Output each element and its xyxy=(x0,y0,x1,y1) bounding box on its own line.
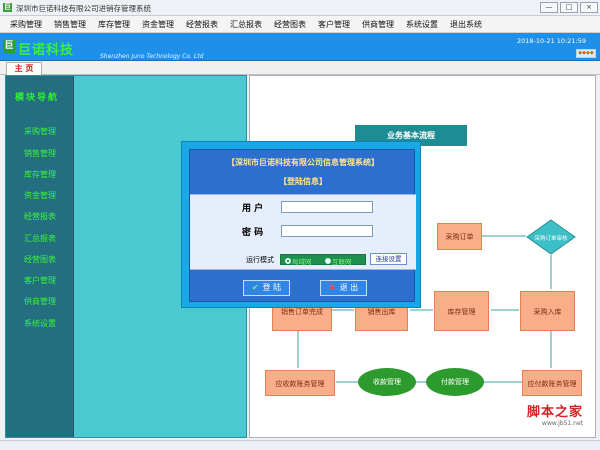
flow-title: 业务基本流程 xyxy=(355,125,467,146)
radio-internet[interactable]: 互联网 xyxy=(325,256,352,266)
login-dialog: 【深圳市巨诺科技有限公司信息管理系统】 【登陆信息】 用 户 密 码 运行模式 … xyxy=(181,141,421,308)
nav-item-customers[interactable]: 客户管理 xyxy=(24,276,56,285)
login-title: 【深圳市巨诺科技有限公司信息管理系统】 xyxy=(227,158,379,167)
username-input[interactable] xyxy=(281,201,373,213)
radio-lan-dot xyxy=(285,258,291,264)
app-icon: 巨 xyxy=(3,3,12,12)
exit-button[interactable]: ✖退 出 xyxy=(320,280,367,296)
menu-inventory[interactable]: 库存管理 xyxy=(98,19,130,29)
nav-item-suppliers[interactable]: 供商管理 xyxy=(24,297,56,306)
radio-lan-label: 局域网 xyxy=(292,258,312,266)
flow-purchase-order[interactable]: 采购订单 xyxy=(437,223,482,250)
menu-settings[interactable]: 系统设置 xyxy=(406,19,438,29)
tab-home[interactable]: 主 页 xyxy=(6,62,42,75)
status-bar xyxy=(0,440,600,450)
menu-suppliers[interactable]: 供商管理 xyxy=(362,19,394,29)
menu-business-chart[interactable]: 经营图表 xyxy=(274,19,306,29)
watermark-url: www.jb51.net xyxy=(542,420,583,427)
nav-item-business-report[interactable]: 经营报表 xyxy=(24,212,56,221)
nav-item-summary-report[interactable]: 汇总报表 xyxy=(24,234,56,243)
connection-settings-button[interactable]: 连接设置 xyxy=(370,253,407,265)
radio-internet-dot xyxy=(325,258,331,264)
password-label: 密 码 xyxy=(242,228,264,238)
window-title: 深圳市巨诺科技有限公司进销存管理系统 xyxy=(16,4,151,13)
logo-mark: 巨 xyxy=(3,40,15,53)
module-nav-list: 模块导航 采购管理 销售管理 库存管理 资金管理 经营报表 汇总报表 经营图表 … xyxy=(6,76,74,437)
company-name: 巨诺科技 xyxy=(18,43,75,58)
flow-purchase-review-diamond[interactable]: 采购订单审核 xyxy=(526,219,576,255)
menu-purchase[interactable]: 采购管理 xyxy=(10,19,42,29)
checkmark-icon: ✔ xyxy=(251,283,259,292)
header-banner: 巨 巨诺科技 Shenzhen Juno Technology Co. Ltd … xyxy=(0,33,600,61)
flow-purchase-in[interactable]: 采购入库 xyxy=(520,291,575,331)
password-input[interactable] xyxy=(281,225,373,237)
nav-item-business-chart[interactable]: 经营图表 xyxy=(24,255,56,264)
flow-collect[interactable]: 收款管理 xyxy=(358,368,416,396)
nav-item-funds[interactable]: 资金管理 xyxy=(24,191,56,200)
flow-stock[interactable]: 库存管理 xyxy=(434,291,489,331)
menu-funds[interactable]: 资金管理 xyxy=(142,19,174,29)
menu-summary-report[interactable]: 汇总报表 xyxy=(230,19,262,29)
menu-business-report[interactable]: 经营报表 xyxy=(186,19,218,29)
minimize-button[interactable]: — xyxy=(540,2,558,13)
menu-customers[interactable]: 客户管理 xyxy=(318,19,350,29)
tab-bar: 主 页 xyxy=(0,62,600,75)
watermark: 脚本之家 www.jb51.net xyxy=(527,401,583,427)
skin-toggle-button[interactable]: ◆◆◆◆ xyxy=(576,49,596,58)
nav-item-inventory[interactable]: 库存管理 xyxy=(24,170,56,179)
menu-sales[interactable]: 销售管理 xyxy=(54,19,86,29)
close-button[interactable]: × xyxy=(580,2,598,13)
nav-item-settings[interactable]: 系统设置 xyxy=(24,319,56,328)
nav-item-purchase[interactable]: 采购管理 xyxy=(24,127,56,136)
radio-internet-label: 互联网 xyxy=(332,258,352,266)
flow-payable[interactable]: 应付款账务管理 xyxy=(522,370,582,396)
run-mode-group: 局域网 互联网 xyxy=(280,254,366,266)
flow-connectors xyxy=(297,235,552,383)
nav-title: 模块导航 xyxy=(15,93,60,103)
login-form: 用 户 密 码 运行模式 局域网 互联网 连接设置 xyxy=(190,194,416,270)
login-dialog-body: 【深圳市巨诺科技有限公司信息管理系统】 【登陆信息】 用 户 密 码 运行模式 … xyxy=(189,149,416,302)
maximize-button[interactable]: □ xyxy=(560,2,578,13)
login-subtitle: 【登陆信息】 xyxy=(279,177,327,186)
company-english-name: Shenzhen Juno Technology Co. Ltd xyxy=(100,53,204,60)
run-mode-label: 运行模式 xyxy=(246,256,274,264)
datetime-display: 2018-10-21 10:21:59 xyxy=(516,37,586,45)
nav-item-sales[interactable]: 销售管理 xyxy=(24,149,56,158)
exit-button-label: 退 出 xyxy=(339,283,359,292)
cross-icon: ✖ xyxy=(328,283,336,292)
flow-receivable[interactable]: 应收款账务管理 xyxy=(265,370,335,396)
flow-purchase-review: 采购订单审核 xyxy=(534,234,568,242)
menu-exit[interactable]: 退出系统 xyxy=(450,19,482,29)
title-bar: 巨 深圳市巨诺科技有限公司进销存管理系统 — □ × xyxy=(0,0,600,16)
user-label: 用 户 xyxy=(242,204,264,214)
flow-pay[interactable]: 付款管理 xyxy=(426,368,484,396)
watermark-main: 脚本之家 xyxy=(526,405,583,420)
login-button-label: 登 陆 xyxy=(262,283,282,292)
login-button[interactable]: ✔登 陆 xyxy=(243,280,290,296)
menu-bar: 采购管理 销售管理 库存管理 资金管理 经营报表 汇总报表 经营图表 客户管理 … xyxy=(0,16,600,33)
radio-lan[interactable]: 局域网 xyxy=(285,256,312,266)
